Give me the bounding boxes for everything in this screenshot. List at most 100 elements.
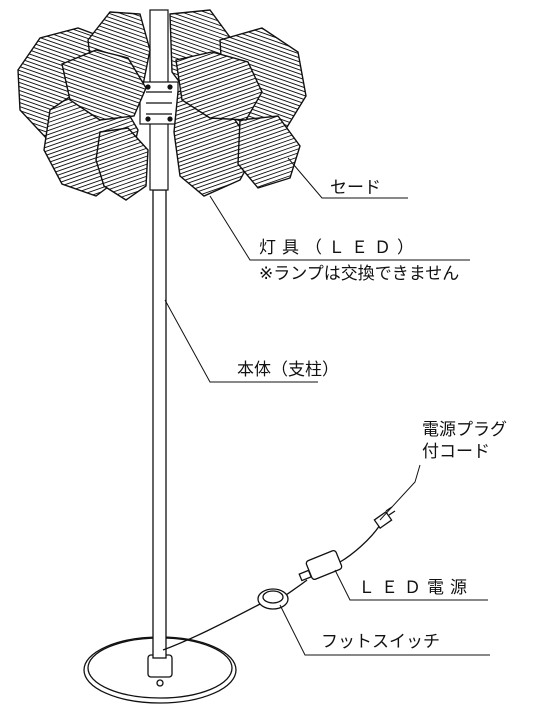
hatch-line (62, 50, 146, 104)
hatch-line (44, 148, 138, 196)
hatch-line (238, 137, 300, 188)
hatch-line (96, 161, 148, 200)
hatch-line (238, 145, 300, 188)
hatch-line (44, 96, 138, 159)
hatch-line (44, 140, 138, 196)
hatch-line (44, 90, 138, 151)
hatch-line (62, 50, 146, 96)
hatch-line (96, 165, 148, 200)
hatch-line (0, 188, 168, 255)
hatch-line (170, 10, 232, 41)
hatch-line (220, 28, 306, 67)
hatch-line (176, 57, 262, 117)
hatch-line (96, 145, 148, 193)
hatch-line (174, 158, 262, 196)
hatch-line (170, 10, 232, 45)
hatch-line (44, 128, 138, 191)
hatch-line (220, 63, 306, 123)
foot-switch (257, 588, 289, 610)
hatch-line (238, 153, 300, 188)
hatch-line (96, 157, 148, 200)
hatch-line (238, 117, 300, 169)
hatch-line (238, 116, 300, 157)
hatch-line (174, 94, 262, 155)
hatch-line (176, 53, 262, 113)
hatch-line (220, 43, 306, 103)
hatch-line (62, 81, 146, 120)
hatch-line (176, 65, 262, 120)
hatch-line (44, 160, 138, 196)
hatch-line (88, 12, 150, 47)
hatch-line (170, 10, 232, 49)
hatch-line (96, 141, 148, 189)
hatch-line (62, 89, 146, 120)
hatch-line (238, 133, 300, 185)
hatch-line (44, 136, 138, 196)
fixture-label: 灯具（ＬＥＤ） (259, 238, 420, 258)
hatch-line (62, 61, 146, 120)
hatch-line (220, 75, 306, 135)
hatch-line (238, 149, 300, 188)
hatch-line (220, 71, 306, 131)
hatch-line (176, 81, 262, 120)
hatch-line (62, 50, 146, 84)
hatch-line (238, 125, 300, 177)
hatch-line (176, 52, 262, 89)
hatch-line (220, 67, 306, 127)
hatch-line (170, 10, 232, 57)
hatch-line (96, 128, 148, 157)
hatch-line (174, 118, 262, 179)
hatch-line (220, 59, 306, 119)
hatch-line (96, 128, 148, 165)
hatch-line (174, 122, 262, 183)
hatch-line (238, 116, 300, 161)
fixture-note: ※ランプは交換できません (259, 264, 460, 284)
hatch-line (88, 23, 150, 75)
leader-lines (164, 157, 490, 656)
hatch-line (88, 12, 150, 39)
hatch-line (62, 50, 146, 88)
hatch-line (238, 121, 300, 173)
hatch-line (44, 152, 138, 196)
hatch-line (220, 28, 306, 79)
foot-switch-label: フットスイッチ (321, 632, 440, 652)
hatch-line (220, 39, 306, 99)
hatch-line (88, 12, 150, 59)
hatch-line (96, 193, 148, 200)
hatch-line (170, 17, 232, 69)
hatch-line (96, 128, 148, 153)
hatch-line (18, 28, 128, 71)
shade-petal-hatching (96, 128, 148, 200)
hatch-line (44, 108, 138, 171)
hatch-line (44, 100, 138, 163)
hatch-line (174, 126, 262, 187)
hatch-line (44, 156, 138, 196)
hatch-line (174, 90, 262, 151)
hatch-line (18, 28, 128, 75)
hatch-line (176, 52, 262, 97)
hatch-line (174, 98, 262, 159)
cord-label-line1: 電源プラグ (422, 420, 507, 440)
plug (373, 506, 396, 530)
hatch-line (88, 12, 150, 55)
lamp-fixture (139, 9, 179, 191)
hatch-line (238, 141, 300, 188)
hatch-line (176, 69, 262, 120)
hatch-line (62, 53, 146, 112)
hatch-line (96, 133, 148, 181)
hatch-line (18, 28, 128, 83)
hatch-line (44, 112, 138, 175)
hatch-line (44, 124, 138, 187)
hatch-line (176, 52, 262, 85)
hatch-line (176, 52, 262, 105)
hatch-line (238, 116, 300, 153)
hatch-line (220, 28, 306, 59)
hatch-line (220, 28, 306, 63)
hatch-line (0, 184, 168, 251)
hatch-line (238, 116, 300, 145)
hatch-line (44, 120, 138, 183)
hatch-line (44, 116, 138, 179)
hatch-line (44, 132, 138, 195)
hatch-line (220, 28, 306, 75)
